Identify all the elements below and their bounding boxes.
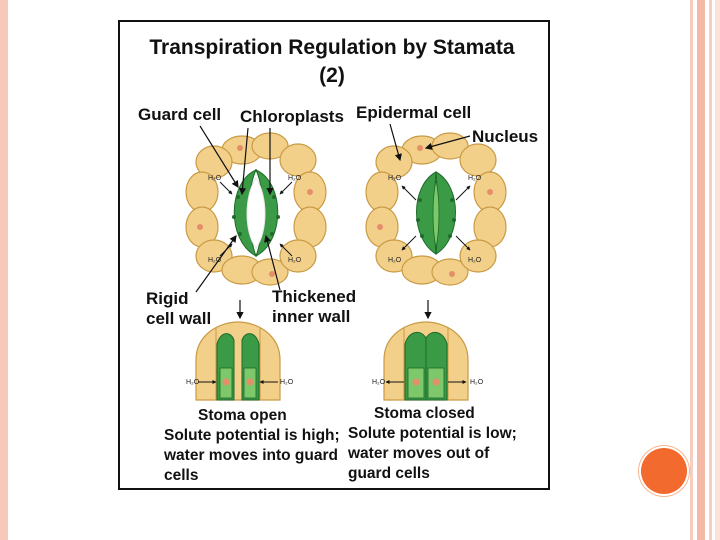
epidermal-cell-ring xyxy=(185,132,327,286)
water-label: H₂O xyxy=(468,257,482,264)
open-stoma-top-view: H₂O H₂O H₂O H₂O xyxy=(185,132,327,286)
water-label: H₂O xyxy=(388,175,402,182)
label-epidermal-cell: Epidermal cell xyxy=(356,103,471,122)
water-label: H₂O xyxy=(208,175,222,182)
caption-stoma-closed-line: guard cells xyxy=(348,465,430,482)
slide-right-stripe xyxy=(715,0,720,540)
diagram-title: Transpiration Regulation by Stamata xyxy=(149,36,515,59)
caption-stoma-open-title: Stoma open xyxy=(198,407,287,424)
caption-stoma-open-line: cells xyxy=(164,467,198,484)
caption-stoma-closed-line: water moves out of xyxy=(347,445,490,462)
label-thickened-inner-wall: inner wall xyxy=(272,307,350,326)
label-nucleus: Nucleus xyxy=(472,127,538,146)
epidermal-nucleus xyxy=(197,145,313,277)
slide-left-border xyxy=(0,0,8,540)
open-stoma-cross-section: H₂O H₂O xyxy=(186,321,294,401)
chloroplast xyxy=(416,198,456,238)
water-label: H₂O xyxy=(470,379,484,386)
stoma-pore-closed xyxy=(432,179,440,249)
epidermal-nucleus xyxy=(377,145,493,277)
stomata-diagram: Transpiration Regulation by Stamata (2) xyxy=(138,36,538,484)
caption-stoma-open-line: Solute potential is high; xyxy=(164,427,340,444)
slide-right-stripe xyxy=(690,0,693,540)
stoma-pore-open xyxy=(246,177,266,249)
label-rigid-cell-wall: cell wall xyxy=(146,309,211,328)
water-label: H₂O xyxy=(388,257,402,264)
label-thickened-inner-wall: Thickened xyxy=(272,287,356,306)
water-label: H₂O xyxy=(288,257,302,264)
water-label: H₂O xyxy=(208,257,222,264)
chloroplast xyxy=(232,195,280,236)
stomata-figure: Transpiration Regulation by Stamata (2) xyxy=(118,20,550,490)
slide-right-stripe xyxy=(709,0,712,540)
water-label: H₂O xyxy=(288,175,302,182)
label-chloroplasts: Chloroplasts xyxy=(240,107,344,126)
decorative-circle xyxy=(641,448,687,494)
closed-stoma-cross-section: H₂O H₂O xyxy=(372,321,484,401)
caption-stoma-closed-title: Stoma closed xyxy=(374,405,475,422)
water-label: H₂O xyxy=(186,379,200,386)
label-rigid-cell-wall: Rigid xyxy=(146,289,189,308)
water-label: H₂O xyxy=(280,379,294,386)
caption-stoma-closed-line: Solute potential is low; xyxy=(348,425,517,442)
water-label: H₂O xyxy=(468,175,482,182)
caption-stoma-open-line: water moves into guard xyxy=(163,447,338,464)
diagram-title-number: (2) xyxy=(319,64,345,87)
slide-right-stripe xyxy=(697,0,705,540)
water-label: H₂O xyxy=(372,379,386,386)
label-guard-cell: Guard cell xyxy=(138,105,221,124)
closed-stoma-top-view: H₂O H₂O H₂O H₂O xyxy=(365,132,507,286)
